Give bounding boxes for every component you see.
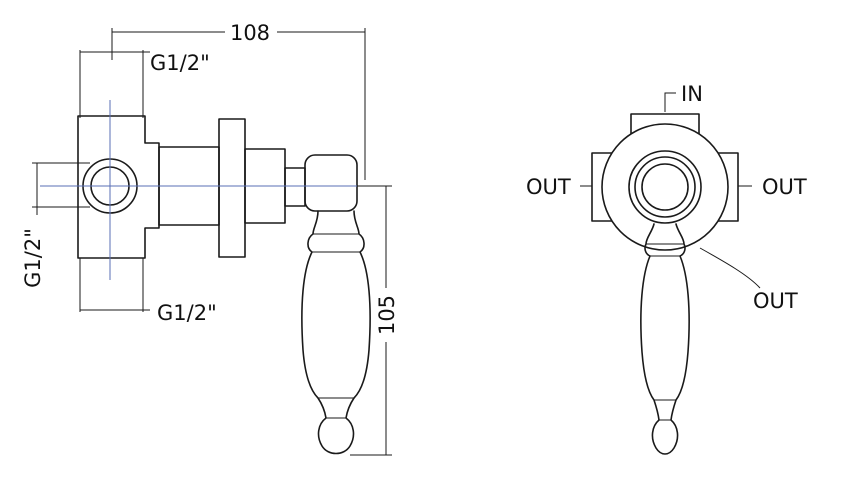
front-hub-outer — [628, 150, 702, 224]
spindle-neck — [284, 167, 306, 207]
height-dimension — [350, 185, 392, 456]
front-rosette — [601, 123, 729, 251]
thread-top-label: G1/2" — [150, 51, 210, 75]
out-right-label: OUT — [762, 175, 807, 199]
in-label: IN — [681, 82, 703, 106]
side-view: 108 G1/2" G1/2" G1/2" — [21, 21, 399, 456]
valve-body — [77, 115, 160, 259]
height-dim-label: 105 — [375, 295, 399, 335]
front-hub-inner — [641, 163, 689, 211]
top-thread-dimension — [79, 50, 150, 118]
out-left-label: OUT — [526, 175, 571, 199]
out-bottom-label: OUT — [753, 289, 798, 313]
front-hub-mid — [634, 156, 696, 218]
mounting-flange — [218, 118, 246, 258]
width-dim-label: 108 — [230, 21, 270, 45]
lever-hub — [304, 154, 358, 212]
lever-handle — [301, 210, 371, 455]
bottom-thread-dimension — [79, 258, 150, 312]
front-view — [580, 92, 761, 455]
thread-side-label: G1/2" — [21, 228, 45, 288]
front-lever-handle — [640, 223, 690, 455]
out-bottom-leader — [699, 247, 761, 289]
thread-bottom-label: G1/2" — [157, 301, 217, 325]
side-thread-dimension — [32, 162, 90, 215]
width-dimension — [111, 28, 366, 180]
in-leader — [664, 92, 676, 112]
